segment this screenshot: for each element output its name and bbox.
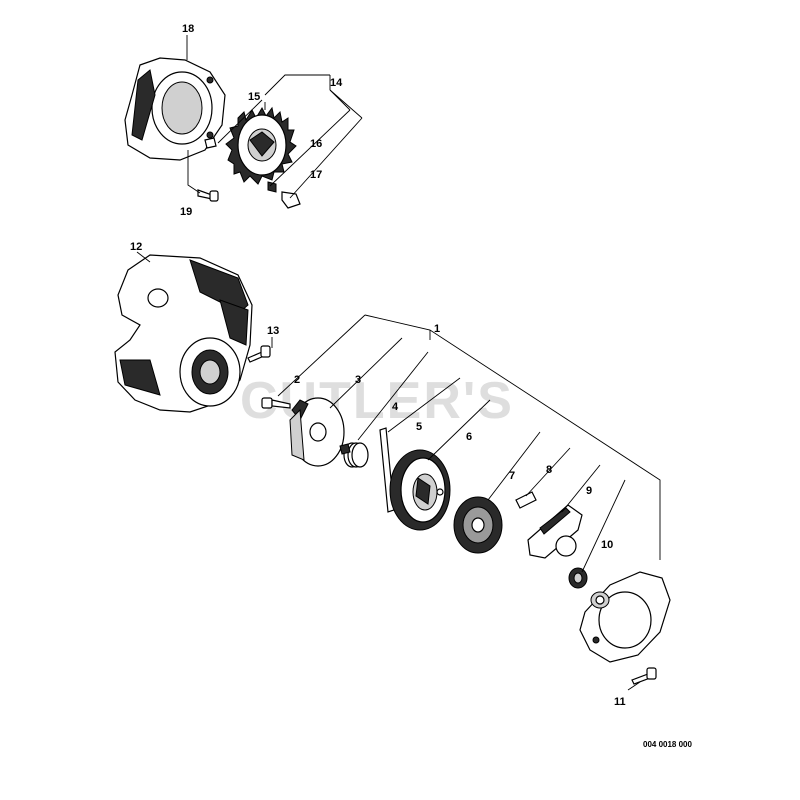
label-15: 15 xyxy=(248,91,260,103)
label-19: 19 xyxy=(180,206,192,218)
part-9-handle xyxy=(527,504,583,559)
label-4: 4 xyxy=(392,401,399,413)
label-7: 7 xyxy=(509,470,515,482)
label-5: 5 xyxy=(416,421,422,433)
part-2-screw xyxy=(261,397,291,409)
part-1-starter-cover xyxy=(579,571,671,663)
part-8-pawl xyxy=(515,491,537,509)
label-3: 3 xyxy=(355,374,361,386)
label-6: 6 xyxy=(466,431,472,443)
diagram-code: 004 0018 000 xyxy=(643,740,692,749)
watermark-text: CUTLER'S xyxy=(240,372,514,430)
part-15-clip xyxy=(204,137,217,149)
label-14: 14 xyxy=(330,77,343,89)
part-18-fan-housing xyxy=(124,57,226,161)
part-13-screw xyxy=(247,345,271,363)
part-17-pawl xyxy=(281,191,301,209)
label-9: 9 xyxy=(586,485,592,497)
label-11: 11 xyxy=(614,696,626,708)
label-12: 12 xyxy=(130,241,142,253)
label-8: 8 xyxy=(546,464,552,476)
part-10-grommet xyxy=(568,567,588,589)
part-19-screw xyxy=(197,189,219,202)
part-4-spring xyxy=(339,442,369,468)
label-13: 13 xyxy=(267,325,279,337)
part-11-screw xyxy=(631,667,657,685)
part-7-recoil-spring xyxy=(453,496,503,554)
label-2: 2 xyxy=(294,374,300,386)
part-6-rope-pulley xyxy=(389,449,451,531)
part-14-ratchet-wheel xyxy=(225,106,297,185)
label-1: 1 xyxy=(434,323,440,335)
part-3-pulley-disc xyxy=(289,397,345,467)
label-16: 16 xyxy=(310,138,322,150)
label-17: 17 xyxy=(310,169,322,181)
label-10: 10 xyxy=(601,539,613,551)
part-12-engine-housing xyxy=(114,254,253,413)
label-18: 18 xyxy=(182,23,194,35)
